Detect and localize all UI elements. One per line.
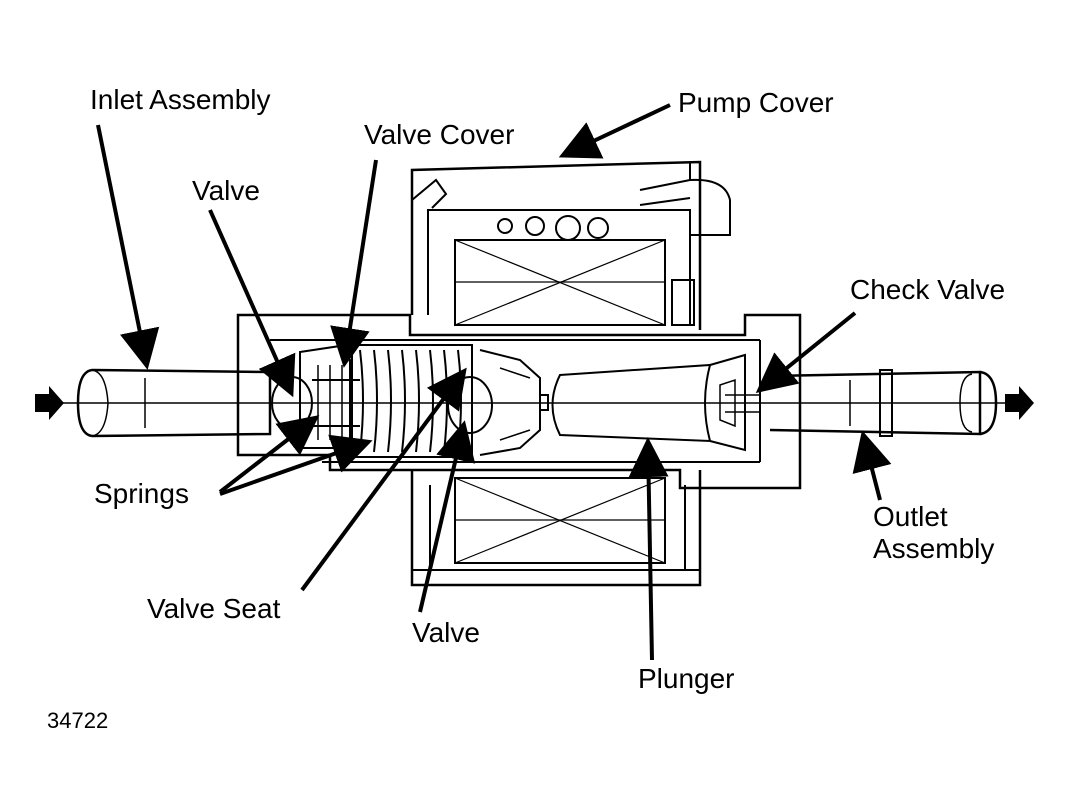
leader-pump-cover	[558, 103, 671, 159]
label-valve-lower: Valve	[412, 617, 480, 648]
label-valve-upper: Valve	[192, 175, 260, 206]
flow-arrow-in	[35, 386, 64, 420]
label-outlet-line1: Outlet	[873, 501, 948, 532]
leader-outlet-assembly	[852, 430, 892, 501]
inlet-tube	[76, 368, 272, 438]
inlet-valve	[271, 344, 360, 449]
leader-valve-seat	[300, 367, 467, 592]
label-pump-cover: Pump Cover	[678, 87, 834, 118]
label-valve-cover: Valve Cover	[364, 119, 515, 150]
label-plunger: Plunger	[638, 663, 735, 694]
leader-inlet-assembly	[96, 124, 160, 370]
leader-lines	[96, 103, 892, 661]
leader-valve-upper	[208, 209, 296, 398]
label-inlet-assembly: Inlet Assembly	[90, 84, 271, 115]
label-valve-seat: Valve Seat	[147, 593, 281, 624]
pump-cover-lower	[410, 470, 702, 587]
label-outlet-line2: Assembly	[873, 533, 995, 564]
leader-springs-1	[218, 415, 320, 494]
spring-coil	[351, 344, 473, 458]
pump-housing	[236, 313, 802, 490]
leader-valve-cover	[330, 159, 378, 368]
label-springs: Springs	[94, 478, 189, 509]
flow-arrow-out	[1005, 386, 1034, 420]
leader-valve-lower	[418, 420, 476, 613]
label-check-valve: Check Valve	[850, 274, 1006, 305]
leader-check-valve	[755, 311, 857, 394]
figure-number: 34722	[47, 708, 109, 733]
pump-cover-upper	[410, 160, 731, 330]
leader-springs-2	[219, 434, 373, 496]
plunger-assembly	[447, 349, 761, 456]
leader-plunger	[628, 437, 669, 661]
